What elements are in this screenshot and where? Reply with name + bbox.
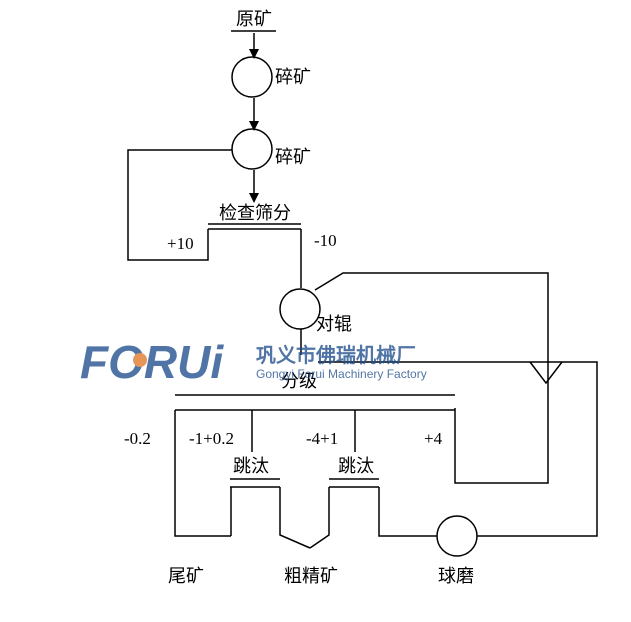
jig-2-to-ball-mill-line	[378, 487, 437, 537]
watermark-brand: FORUi	[80, 336, 224, 388]
classify-label: 分级	[281, 371, 317, 392]
ball-mill-symbol	[436, 515, 478, 557]
plus4-return-line	[314, 272, 549, 484]
roll-crusher-label: 对辊	[316, 314, 352, 335]
flow-lines	[127, 30, 598, 557]
fraction-minus-0-2-label: -0.2	[124, 429, 151, 448]
watermark: FORUi 巩义市佛瑞机械厂 Gongyi Forui Machinery Fa…	[80, 336, 427, 388]
fraction-minus4-plus1-label: -4+1	[306, 429, 338, 448]
watermark-company-en: Gongyi Forui Machinery Factory	[256, 367, 427, 381]
jig-2-concentrate-line	[309, 487, 330, 549]
watermark-company-cn: 巩义市佛瑞机械厂	[256, 343, 416, 367]
tailings-label: 尾矿	[168, 566, 204, 587]
ball-mill-return-line	[318, 361, 598, 537]
minus-0-2-line	[174, 410, 231, 537]
fraction-minus1-plus0-2-label: -1+0.2	[189, 429, 234, 448]
roll-crusher-symbol	[279, 288, 321, 330]
oversize-recycle-line	[127, 149, 232, 261]
jig-1-concentrate-line	[279, 487, 311, 549]
jig-1-label: 跳汰	[233, 456, 269, 477]
undersize-label: -10	[314, 231, 337, 250]
ball-mill-label: 球磨	[438, 566, 474, 587]
crusher-1-symbol	[231, 56, 273, 98]
crusher-2-label: 碎矿	[275, 147, 311, 168]
rough-concentrate-label: 粗精矿	[284, 566, 338, 587]
return-junction-mark	[529, 361, 563, 385]
oversize-label: +10	[167, 234, 194, 253]
jig-2-label: 跳汰	[338, 456, 374, 477]
check-screen-label: 检查筛分	[219, 203, 291, 224]
fraction-plus4-label: +4	[424, 429, 443, 448]
crusher-1-label: 碎矿	[275, 67, 311, 88]
crusher-2-symbol	[231, 128, 273, 170]
raw-ore-label: 原矿	[236, 9, 272, 30]
watermark-accent-dot	[133, 353, 147, 367]
